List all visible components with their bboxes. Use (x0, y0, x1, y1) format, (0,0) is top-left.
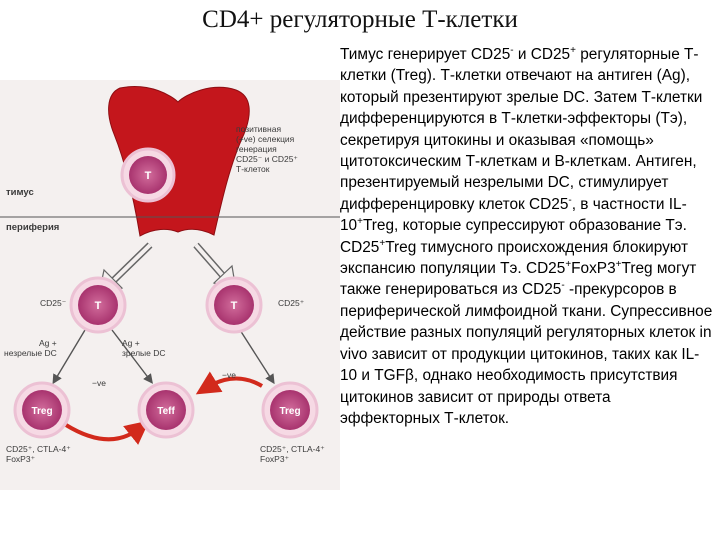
arrow-tleft-to-treg (52, 329, 86, 385)
text-part-4: , в частности IL-10 (340, 195, 687, 235)
arrow-tright-to-treg (239, 329, 275, 385)
description-text: Тимус генерирует CD25- и CD25+ регулятор… (340, 44, 714, 429)
cell-teff (137, 381, 195, 439)
text-sup-5: + (379, 237, 386, 249)
text-part-7: FoxP3 (571, 260, 616, 278)
cell-label-teff: Teff (157, 406, 175, 417)
text-part-3: регуляторные Т-клетки (Treg). Т-клетки о… (340, 46, 703, 213)
cell-t-left (69, 276, 127, 334)
arrow-thymus-to-right-inner (194, 243, 226, 279)
label-treg-right-markers: CD25⁺, CTLA-4⁺ FoxP3⁺ (260, 444, 325, 464)
cell-label-t-left: T (95, 300, 102, 312)
text-part-5: Treg, которые супрессируют образование Т… (340, 217, 687, 256)
text-sup-7: + (615, 259, 622, 271)
label-periphery: периферия (6, 222, 60, 233)
text-sup-1: - (510, 45, 514, 56)
text-part-8: Treg могут также генерироваться из CD25 (340, 260, 697, 299)
cell-treg-right (261, 381, 319, 439)
description-paragraph: Тимус генерирует CD25- и CD25+ регулятор… (340, 44, 714, 429)
arrow-thymus-to-left-inner (110, 243, 152, 284)
diagram-graphics: T T T Treg Teff Treg (0, 86, 340, 445)
text-part-9: -прекурсоров в периферической лимфоидной… (340, 281, 713, 427)
label-left-stimulus: Ag + незрелые DC (4, 338, 57, 358)
label-thymus: тимус (6, 187, 34, 198)
label-neg-right: −ve (222, 370, 236, 380)
red-arrow-treg-left-to-teff (64, 420, 150, 445)
arrow-tleft-to-teff (111, 329, 153, 384)
text-sup-6: + (565, 259, 572, 271)
slide-title: CD4+ регуляторные Т-клетки (202, 6, 518, 33)
treg-diagram: T T T Treg Teff Treg позитивная (+ve) се… (0, 80, 340, 490)
label-selection: позитивная (+ve) селекция генерация CD25… (236, 124, 298, 174)
cell-label-t-right: T (231, 300, 238, 312)
text-part-1: Тимус генерирует CD25 (340, 46, 511, 63)
text-sup-2: + (570, 45, 576, 56)
cell-label-thymus-t: T (145, 170, 152, 182)
cell-label-treg-right: Treg (279, 406, 300, 417)
red-arrow-treg-right-to-teff (195, 371, 264, 395)
text-part-2: и CD25 (513, 46, 571, 63)
text-part-6: Treg тимусного происхождения блокируют э… (340, 238, 689, 278)
text-sup-3: - (568, 194, 572, 206)
label-neg-left: −ve (92, 378, 106, 388)
text-sup-4: + (357, 216, 363, 228)
label-right-stimulus: Ag + зрелые DC (122, 338, 166, 358)
cell-label-treg-left: Treg (31, 406, 52, 417)
cell-treg-left (13, 381, 71, 439)
label-cd25-neg: CD25⁻ (40, 298, 67, 308)
label-cd25-pos: CD25⁺ (278, 298, 305, 308)
label-treg-left-markers: CD25⁺, CTLA-4⁺ FoxP3⁺ (6, 444, 71, 464)
cell-t-right (205, 276, 263, 334)
cell-thymus-t (120, 147, 176, 203)
text-sup-8: - (561, 280, 565, 292)
